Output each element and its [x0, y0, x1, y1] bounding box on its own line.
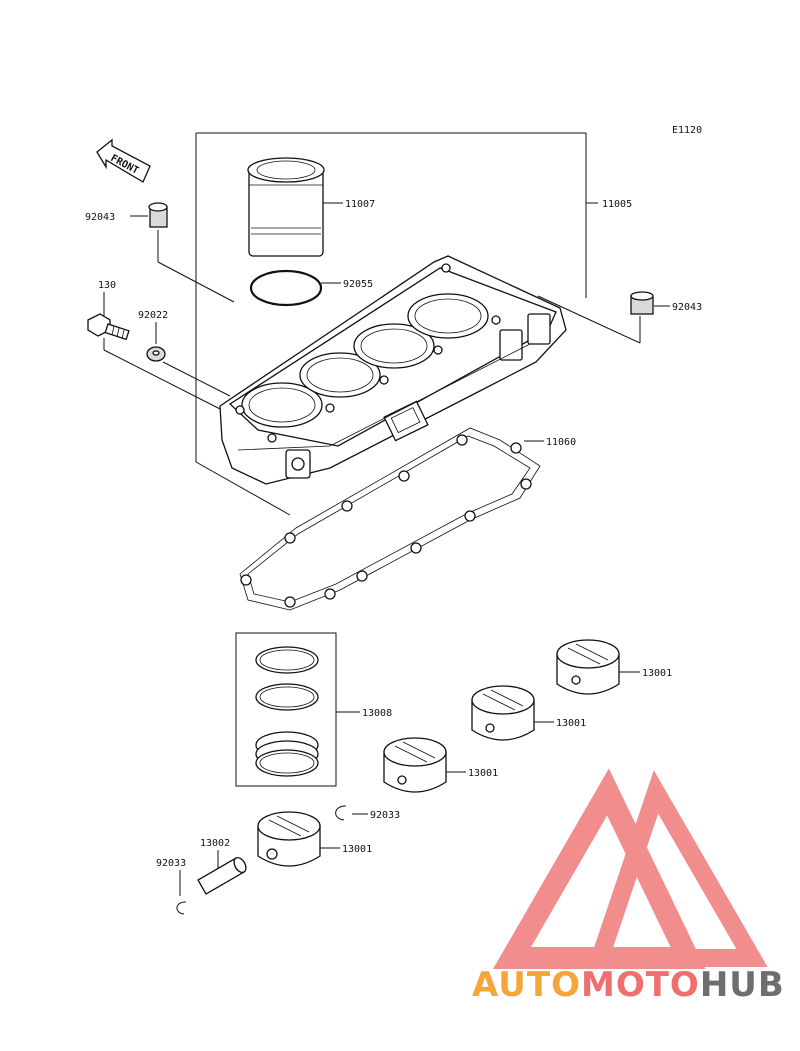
circlip-lower [176, 901, 187, 915]
label-92033-lower: 92033 [156, 858, 186, 869]
label-13001-p2: 13001 [468, 768, 498, 779]
diagram-code: E1120 [672, 125, 702, 136]
front-arrow-icon: FRONT [96, 138, 151, 183]
label-130: 130 [98, 280, 116, 291]
label-92033-upper: 92033 [370, 810, 400, 821]
piston-pin [197, 856, 247, 895]
dowel-pin-left [148, 202, 168, 228]
label-13001-p1: 13001 [342, 844, 372, 855]
piston-3 [471, 685, 535, 741]
label-11005: 11005 [602, 199, 632, 210]
label-13002: 13002 [200, 838, 230, 849]
piston-1 [257, 811, 321, 867]
watermark-brand: AUTOMOTOHUB [472, 965, 785, 1005]
cylinder-block [219, 255, 567, 485]
dowel-pin-right [630, 291, 654, 315]
label-92043-left: 92043 [85, 212, 115, 223]
cylinder-assembly-bracket [195, 132, 641, 516]
washer [146, 346, 166, 362]
bolt [87, 313, 130, 341]
label-13008: 13008 [362, 708, 392, 719]
piston-4 [556, 639, 620, 695]
o-ring [249, 269, 323, 307]
automotohub-logo-icon [492, 768, 768, 969]
watermark-auto: AUTO [472, 965, 581, 1005]
label-13001-p3: 13001 [556, 718, 586, 729]
watermark-hub: HUB [700, 965, 785, 1005]
cylinder-liner [247, 157, 325, 257]
label-92055: 92055 [343, 279, 373, 290]
label-11007: 11007 [345, 199, 375, 210]
ring-set-box [235, 632, 337, 787]
piston-2 [383, 737, 447, 793]
label-13001-p4: 13001 [642, 668, 672, 679]
piston-ring-set [255, 646, 319, 777]
label-92043-right: 92043 [672, 302, 702, 313]
head-gasket [239, 427, 541, 611]
circlip-upper [335, 805, 347, 821]
label-92022: 92022 [138, 310, 168, 321]
watermark-moto: MOTO [581, 965, 700, 1005]
label-11060: 11060 [546, 437, 576, 448]
